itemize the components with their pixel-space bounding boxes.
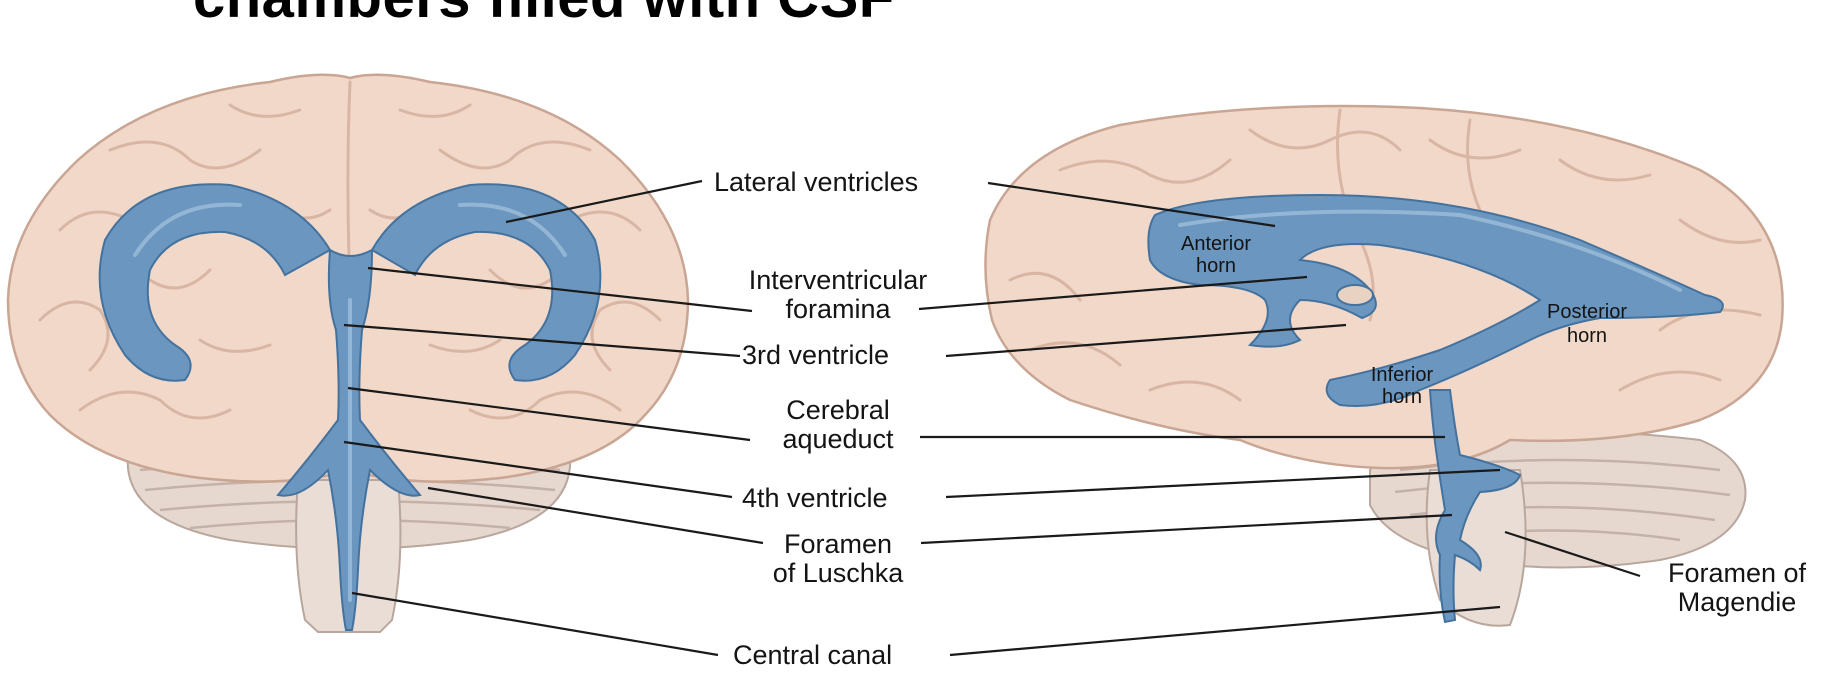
leader-lines [343, 179, 1641, 657]
label-foramen-of-luschka-line1: Foramen [784, 529, 892, 559]
frontal-ventricular-system [98, 183, 602, 631]
anterior-horn-label-line1: Anterior [1181, 233, 1251, 255]
page-title: chambers filled with CSF [193, 0, 895, 31]
label-foramen-of-magendie-line2: Magendie [1678, 587, 1797, 617]
label-cerebral-aqueduct-line1: Cerebral [786, 395, 890, 425]
label-foramen-of-magendie-line1: Foramen of [1668, 558, 1807, 588]
posterior-horn-label-line2: horn [1567, 325, 1607, 347]
label-interventricular-foramina-line1: Interventricular [749, 265, 928, 295]
label-central-canal: Central canal [733, 640, 892, 670]
inferior-horn-label-line1: Inferior [1371, 364, 1434, 386]
label-cerebral-aqueduct-line2: aqueduct [782, 424, 894, 454]
frontal-brain-view [6, 73, 690, 633]
posterior-horn-label-line1: Posterior [1547, 301, 1627, 323]
inferior-horn-label-line2: horn [1382, 386, 1422, 408]
horn-labels: Anterior horn Posterior horn Inferior ho… [1181, 233, 1627, 408]
label-interventricular-foramina-line2: foramina [785, 294, 891, 324]
lateral-ventricular-system [1147, 193, 1724, 624]
label-3rd-ventricle: 3rd ventricle [742, 340, 889, 370]
label-4th-ventricle: 4th ventricle [742, 483, 888, 513]
lateral-brain-view: Anterior horn Posterior horn Inferior ho… [984, 104, 1784, 627]
label-lateral-ventricles: Lateral ventricles [714, 167, 918, 197]
label-foramen-of-luschka-line2: of Luschka [773, 558, 905, 588]
anterior-horn-label-line2: horn [1196, 255, 1236, 277]
structure-labels: Lateral ventricles Interventricular fora… [714, 167, 1807, 670]
